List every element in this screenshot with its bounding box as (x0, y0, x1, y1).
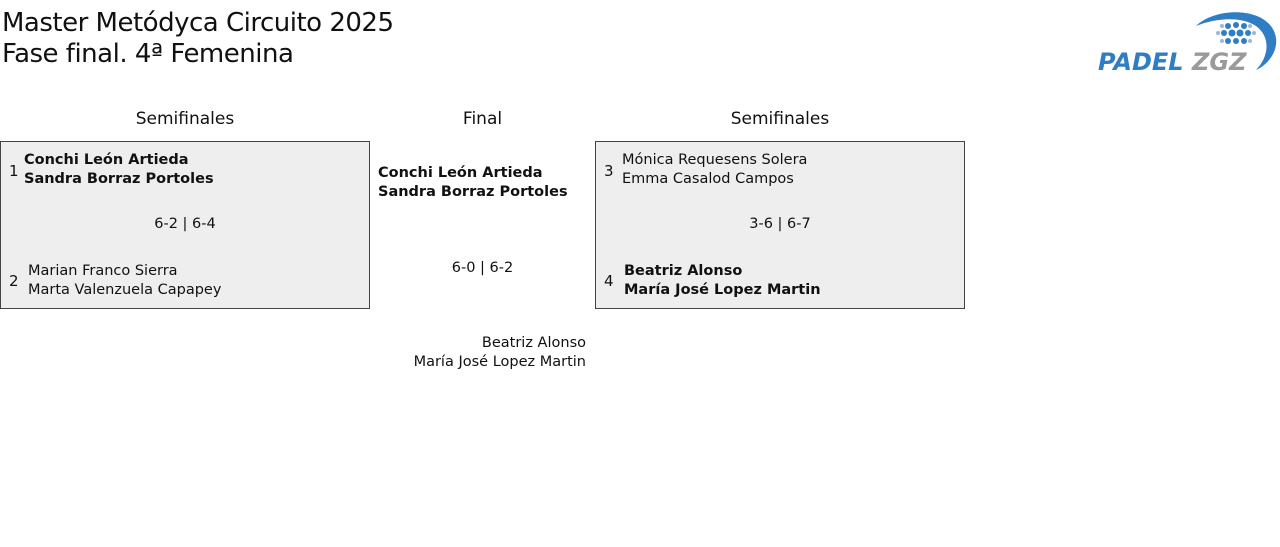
seed: 4 (604, 272, 614, 290)
player: Conchi León Artieda (378, 165, 543, 181)
semifinal-right-match: 3 Mónica Requesens Solera Emma Casalod C… (595, 141, 965, 309)
column-header-semifinals-left: Semifinales (135, 109, 235, 129)
padelzgz-logo: PADEL ZGZ (1098, 12, 1277, 74)
player: Marta Valenzuela Capapey (28, 282, 222, 298)
svg-text:PADEL: PADEL (1098, 48, 1184, 74)
player: Sandra Borraz Portoles (378, 184, 568, 200)
player: María José Lopez Martin (413, 354, 586, 370)
seed: 2 (9, 272, 19, 290)
player: Beatriz Alonso (481, 335, 586, 351)
player: Marian Franco Sierra (28, 263, 178, 279)
final-team-winner: Conchi León Artieda Sandra Borraz Portol… (378, 164, 568, 202)
seed: 1 (9, 162, 19, 180)
column-header-final: Final (462, 109, 503, 129)
team: Mónica Requesens Solera Emma Casalod Cam… (622, 151, 807, 189)
team: Marian Franco Sierra Marta Valenzuela Ca… (28, 262, 221, 300)
team-winner: Beatriz Alonso María José Lopez Martin (624, 262, 821, 300)
title-line-1: Master Metódyca Circuito 2025 (2, 8, 394, 38)
player: Conchi León Artieda (24, 152, 189, 168)
final-team: Beatriz Alonso María José Lopez Martin (414, 334, 586, 372)
semifinal-left-match: 1 Conchi León Artieda Sandra Borraz Port… (0, 141, 370, 309)
title-line-2: Fase final. 4ª Femenina (2, 39, 294, 69)
player: Emma Casalod Campos (622, 171, 794, 187)
seed: 3 (604, 162, 614, 180)
column-header-semifinals-right: Semifinales (730, 109, 830, 129)
player: María José Lopez Martin (624, 282, 821, 298)
page-title: Master Metódyca Circuito 2025 Fase final… (2, 8, 394, 70)
svg-text:ZGZ: ZGZ (1191, 48, 1247, 74)
player: Sandra Borraz Portoles (24, 171, 214, 187)
match-score: 6-2 | 6-4 (154, 216, 216, 232)
player: Mónica Requesens Solera (622, 152, 808, 168)
match-score: 3-6 | 6-7 (749, 216, 811, 232)
team-winner: Conchi León Artieda Sandra Borraz Portol… (24, 151, 214, 189)
final-score: 6-0 | 6-2 (451, 260, 514, 276)
player: Beatriz Alonso (624, 263, 743, 279)
